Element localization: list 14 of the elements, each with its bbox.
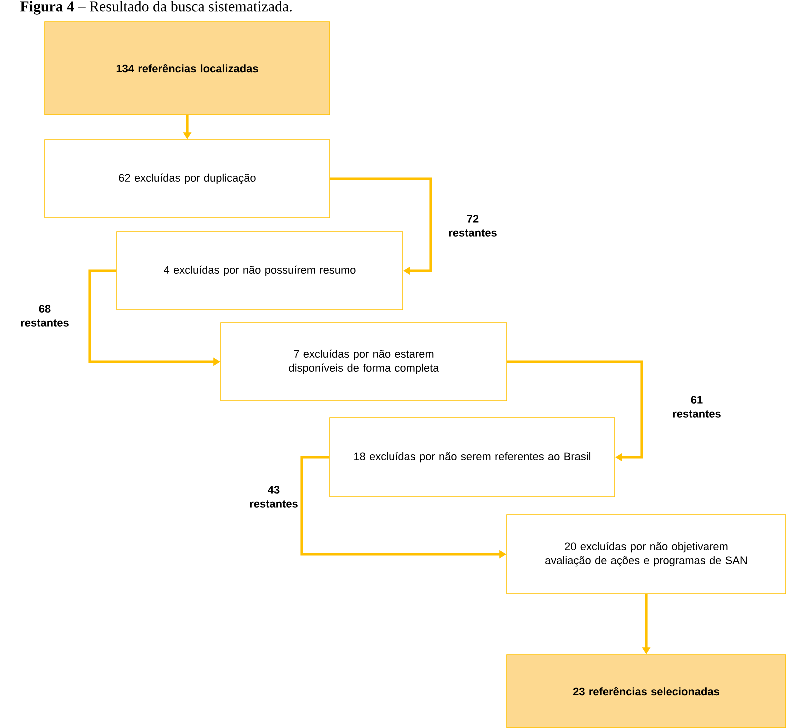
edge-label: 61 restantes <box>673 396 721 418</box>
process-box: 4 excluídas por não possuírem resumo <box>116 232 404 310</box>
result-box: 23 referências selecionadas <box>506 654 786 728</box>
arrow <box>330 178 432 276</box>
result-box: 134 referências localizadas <box>44 22 330 116</box>
edge-label: 43 restantes <box>250 486 298 508</box>
edge-label: 68 restantes <box>21 305 69 327</box>
process-box: 62 excluídas por duplicação <box>44 140 330 218</box>
process-box: 18 excluídas por não serem referentes ao Brasil <box>330 418 616 498</box>
figure-title: Figura 4 – Resultado da busca sistematizada. <box>20 1 292 15</box>
process-box: 20 excluídas por não objetivarem avaliação de ações e programas de SAN <box>506 514 786 594</box>
arrow <box>507 360 644 462</box>
edge-label: 72 restantes <box>449 215 497 237</box>
process-box: 7 excluídas por não estarem disponíveis de forma completa <box>220 322 508 402</box>
